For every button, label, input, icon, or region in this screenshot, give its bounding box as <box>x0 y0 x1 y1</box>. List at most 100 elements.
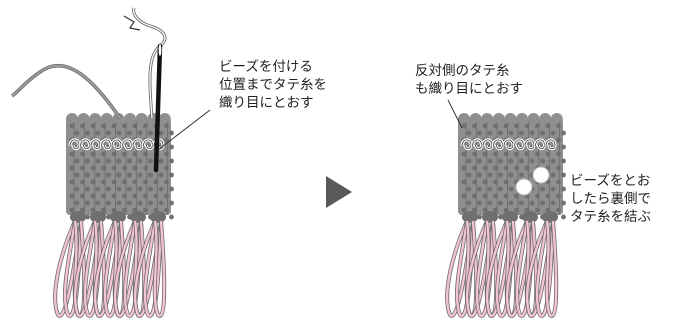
weave-dot <box>116 130 122 136</box>
weave-dot <box>69 179 75 185</box>
weave-dot <box>90 207 96 213</box>
weave-top-bump <box>135 113 148 125</box>
weave-dot <box>498 186 503 192</box>
fringe-loop <box>153 220 166 317</box>
weave-dot <box>80 165 85 171</box>
right-side-caption-line-3: タテ糸を結ぶ <box>570 209 651 225</box>
weave-dot <box>164 193 169 199</box>
chain-loop-outline <box>90 139 101 150</box>
weave-dot <box>85 200 90 206</box>
weave-dot <box>556 151 561 157</box>
weave-dot <box>498 172 503 178</box>
weave-dot <box>529 158 535 164</box>
weave-dot <box>529 130 535 136</box>
weave-dot <box>519 172 524 178</box>
fringe-loop <box>134 220 163 317</box>
weave-top-bump <box>550 113 563 125</box>
weave-dot <box>540 130 545 136</box>
weave-dot <box>164 207 169 213</box>
left-woven-piece <box>53 113 174 318</box>
weave-dot <box>164 179 169 185</box>
weave-dot <box>74 186 80 192</box>
caption-pointer-right <box>447 99 463 129</box>
weave-top-bump <box>458 113 470 125</box>
weave-dot <box>466 172 472 178</box>
weave-dot <box>477 214 482 220</box>
weave-dot <box>508 186 514 192</box>
weave-dot <box>74 130 80 136</box>
weave-top-bump <box>100 113 113 125</box>
weave-dot <box>80 207 85 213</box>
weave-dot <box>482 207 488 213</box>
weave-dot <box>137 186 143 192</box>
chain-loop-outline <box>111 139 122 150</box>
fringe-loop <box>143 220 163 317</box>
weave-dot <box>529 200 535 206</box>
weave-dot <box>466 158 472 164</box>
weave-dot <box>550 186 556 192</box>
fringe-loop <box>446 220 475 317</box>
bottom-knot <box>522 211 538 223</box>
fringe-loop <box>114 220 143 317</box>
weave-dot <box>116 158 122 164</box>
weave-dot <box>472 123 477 129</box>
weave-dot <box>106 172 111 178</box>
weave-dot <box>164 151 169 157</box>
weave-dot <box>90 165 96 171</box>
weave-dot <box>461 179 467 185</box>
right-top-caption-line-1: 反対側のタテ糸 <box>415 63 510 79</box>
weave-dot <box>80 123 85 129</box>
thread-tail <box>123 15 141 31</box>
weave-dot <box>95 172 101 178</box>
chain-loop-outline <box>80 139 90 150</box>
weave-dot <box>95 158 101 164</box>
weave-dot <box>106 130 111 136</box>
weave-dot <box>472 179 477 185</box>
weave-dot <box>561 158 566 164</box>
weave-dot <box>487 200 493 206</box>
weave-dot <box>508 200 514 206</box>
weave-dot <box>519 158 524 164</box>
weave-dot <box>556 137 561 143</box>
weave-dot <box>69 165 75 171</box>
bottom-knot <box>542 211 558 223</box>
chain-loop-outline <box>461 139 472 150</box>
weave-dot <box>85 172 90 178</box>
caption-pointer-left <box>157 109 211 151</box>
chain-loop-outline <box>143 139 153 150</box>
weave-dot <box>477 130 482 136</box>
weave-dot <box>169 144 174 150</box>
fringe-loop <box>545 220 558 317</box>
weave-dot <box>498 200 503 206</box>
weave-dot <box>158 200 164 206</box>
weave-dot <box>169 158 174 164</box>
weave-dot <box>106 200 111 206</box>
weave-dot <box>90 193 96 199</box>
weave-dot <box>95 200 101 206</box>
weave-dot <box>519 200 524 206</box>
weave-dot <box>74 172 80 178</box>
bottom-knot <box>502 211 518 223</box>
weave-dot <box>466 186 472 192</box>
weave-dot <box>158 158 164 164</box>
weave-dot <box>498 158 503 164</box>
weave-dot <box>80 193 85 199</box>
weave-dot <box>74 200 80 206</box>
bottom-knot <box>90 211 106 223</box>
chain-loop-outline <box>493 139 503 150</box>
weave-dot <box>540 158 545 164</box>
bottom-knot <box>110 211 126 223</box>
play-arrow-icon <box>326 176 352 208</box>
chain-loop-outline <box>545 139 556 150</box>
needle-thread <box>132 7 166 119</box>
fringe-loop <box>74 220 103 317</box>
left-caption: ビーズを付ける 位置までタテ糸を 織り目にとおす <box>219 58 327 112</box>
chain-loop-outline <box>132 139 143 150</box>
weave-dot <box>158 186 164 192</box>
bottom-knot <box>462 211 478 223</box>
weave-dot <box>148 130 153 136</box>
weave-dot <box>550 130 556 136</box>
loose-thread-outline <box>10 64 122 120</box>
weave-dot <box>477 172 482 178</box>
